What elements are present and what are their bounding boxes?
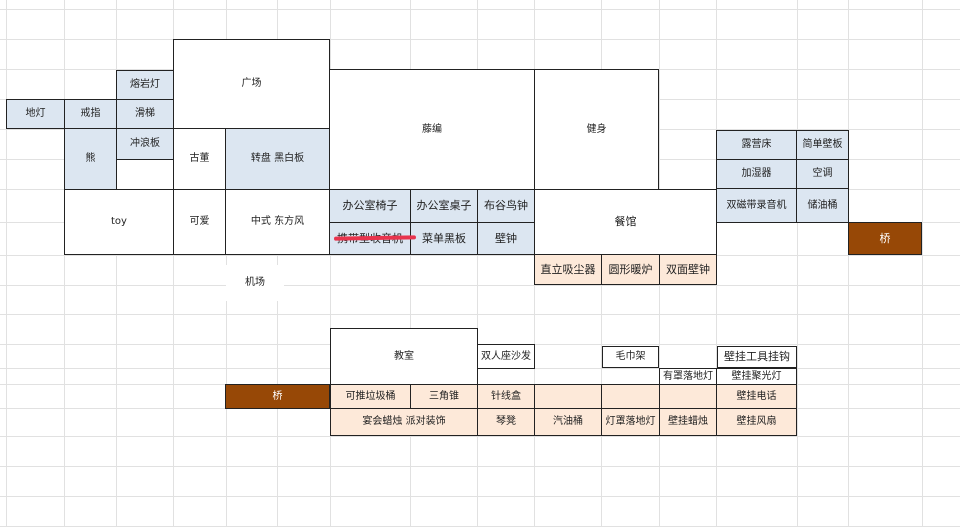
cell-oil-drum[interactable]: 储油桶: [796, 188, 849, 223]
cell-humidifier[interactable]: 加湿器: [716, 159, 797, 189]
cell-cute[interactable]: 可爱: [173, 189, 226, 255]
cell-air-conditioner[interactable]: 空调: [796, 159, 849, 189]
cell-airport[interactable]: 机场: [226, 265, 284, 301]
cell-classroom[interactable]: 教室: [330, 328, 478, 385]
cell-ring[interactable]: 戒指: [64, 99, 117, 129]
cell-loveseat[interactable]: 双人座沙发: [477, 344, 535, 369]
cell-upright-vacuum[interactable]: 直立吸尘器: [534, 254, 602, 285]
cell-wall-phone[interactable]: 壁挂电话: [716, 384, 797, 409]
cell-bridge-left[interactable]: 桥: [225, 384, 330, 409]
cell-double-wall-clock[interactable]: 双面壁钟: [659, 254, 717, 285]
cell-round-heater[interactable]: 圆形暖炉: [601, 254, 660, 285]
cell-office-chair[interactable]: 办公室椅子: [329, 189, 411, 223]
cell-wall-fan[interactable]: 壁挂风扇: [716, 408, 797, 436]
cell-shaded-floor-lamp[interactable]: 有罩落地灯: [659, 368, 717, 385]
cell-slide[interactable]: 滑梯: [116, 99, 174, 129]
cell-fitness[interactable]: 健身: [534, 69, 659, 190]
cell-wall-tool-hook[interactable]: 壁挂工具挂钩: [717, 346, 797, 368]
cell-bear[interactable]: 熊: [64, 128, 117, 190]
cell-surfboard[interactable]: 冲浪板: [116, 128, 174, 160]
cell-plaza[interactable]: 广场: [173, 39, 330, 129]
cell-sewing-box[interactable]: 针线盒: [477, 384, 535, 409]
cell-peach-empty-1[interactable]: [534, 384, 602, 409]
cell-dual-cassette-recorder[interactable]: 双磁带录音机: [716, 188, 797, 223]
cell-banquet-candle-party-decor[interactable]: 宴会蜡烛 派对装饰: [330, 408, 478, 436]
cell-lampshade-floor-lamp[interactable]: 灯罩落地灯: [601, 408, 660, 436]
cell-chinese-oriental[interactable]: 中式 东方风: [225, 189, 330, 255]
cell-menu-blackboard[interactable]: 菜单黑板: [410, 222, 478, 255]
cell-peach-empty-2[interactable]: [601, 384, 660, 409]
cell-gasoline-can[interactable]: 汽油桶: [534, 408, 602, 436]
cell-piano-bench[interactable]: 琴凳: [477, 408, 535, 436]
cell-camp-bed[interactable]: 露营床: [716, 130, 797, 160]
cell-traffic-cone[interactable]: 三角锥: [410, 384, 478, 409]
cell-wall-candle[interactable]: 壁挂蜡烛: [659, 408, 717, 436]
cell-floor-lamp[interactable]: 地灯: [6, 99, 65, 129]
cell-wall-spotlight[interactable]: 壁挂聚光灯: [716, 368, 797, 385]
cell-simple-wall-panel[interactable]: 简单壁板: [796, 130, 849, 160]
cell-antique[interactable]: 古董: [173, 128, 226, 190]
cell-toy[interactable]: toy: [64, 189, 174, 255]
cell-office-desk[interactable]: 办公室桌子: [410, 189, 478, 223]
cell-empty-under-surfboard: [116, 159, 174, 190]
cell-lava-lamp[interactable]: 熔岩灯: [116, 70, 174, 100]
cell-push-trash-can[interactable]: 可推垃圾桶: [330, 384, 411, 409]
cell-towel-rack[interactable]: 毛巾架: [602, 346, 659, 368]
cell-cuckoo-clock[interactable]: 布谷鸟钟: [477, 189, 535, 223]
cell-wall-clock[interactable]: 壁钟: [477, 222, 535, 255]
cell-bridge-right[interactable]: 桥: [848, 222, 922, 255]
cell-restaurant[interactable]: 餐馆: [534, 189, 717, 255]
cell-turntable-blackboard[interactable]: 转盘 黑白板: [225, 128, 330, 190]
cell-rattan[interactable]: 藤编: [329, 69, 535, 190]
cell-peach-empty-3[interactable]: [659, 384, 717, 409]
